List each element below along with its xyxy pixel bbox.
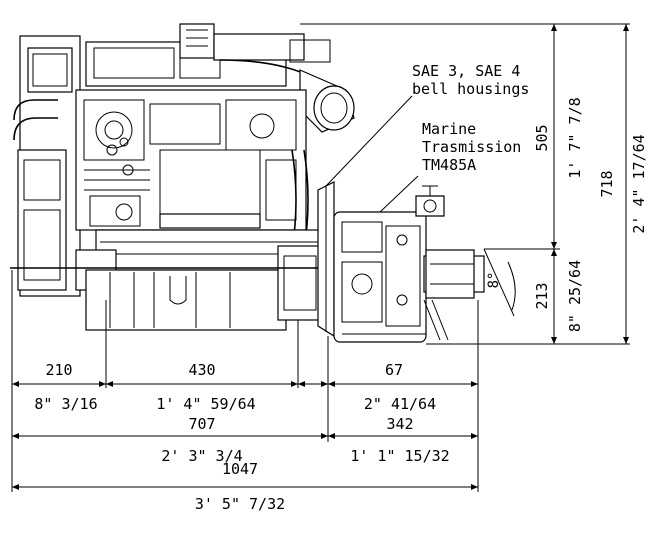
dim-430: 430: [188, 361, 215, 379]
dim-angle: 8°: [486, 272, 502, 289]
dim-505: 505: [533, 124, 551, 151]
leader-lines: [325, 95, 419, 213]
dim-505-inches: 1' 7" 7/8: [566, 97, 584, 178]
annotation-transmission: Marine Trasmission TM485A: [422, 120, 521, 174]
dim-430-inches: 1' 4" 59/64: [156, 395, 255, 413]
dim-342: 342: [386, 415, 413, 433]
dim-67: 67: [385, 361, 403, 379]
dim-718: 718: [598, 170, 616, 197]
engine-drawing: [10, 23, 560, 343]
dim-1047: 1047: [222, 460, 258, 478]
dim-67-inches: 2" 41/64: [364, 395, 436, 413]
dim-1047-inches: 3' 5" 7/32: [195, 495, 285, 513]
dim-707: 707: [188, 415, 215, 433]
dim-707-inches: 2' 3" 3/4: [161, 447, 242, 465]
annotation-bell-line1: SAE 3, SAE 4: [412, 62, 520, 80]
dim-213-inches: 8" 25/64: [566, 260, 584, 332]
annotation-trans-line3: TM485A: [422, 156, 476, 174]
vertical-dimensions: 505 1' 7" 7/8 213 8" 25/64 718 2' 4" 17/…: [300, 23, 648, 345]
dim-342-inches: 1' 1" 15/32: [350, 447, 449, 465]
annotation-bell-housing: SAE 3, SAE 4 bell housings: [412, 62, 529, 98]
annotation-trans-line1: Marine: [422, 120, 476, 138]
dim-210: 210: [45, 361, 72, 379]
dim-213: 213: [533, 282, 551, 309]
dim-210-inches: 8" 3/16: [34, 395, 97, 413]
dim-718-inches: 2' 4" 17/64: [630, 134, 648, 233]
annotation-bell-line2: bell housings: [412, 80, 529, 98]
horizontal-dimensions: 210 430 67 8" 3/16 1' 4" 59/64 2" 41/64 …: [11, 270, 479, 513]
annotation-trans-line2: Trasmission: [422, 138, 521, 156]
